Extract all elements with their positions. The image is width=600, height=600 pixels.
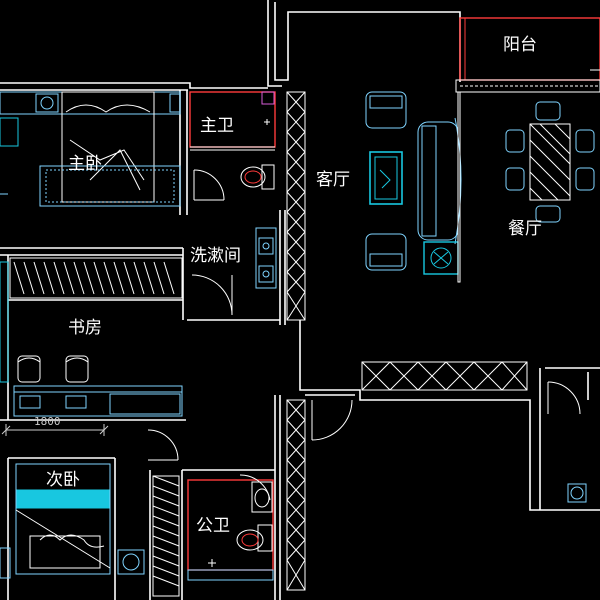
wash-room-fixtures (191, 227, 277, 316)
public-bath-fixtures (187, 474, 274, 581)
dining-furniture (505, 101, 595, 223)
room-label-study: 书房 (68, 318, 102, 338)
dimension-line (1, 424, 109, 436)
room-label-public-bath: 公卫 (196, 516, 230, 536)
living-room-furniture (365, 91, 462, 283)
partition-walls (286, 91, 528, 591)
room-label-second-bedroom: 次卧 (46, 470, 80, 490)
study-furniture (0, 257, 183, 417)
master-bath-fixtures (189, 91, 276, 201)
right-room-fixtures (311, 381, 587, 503)
dimension-label: 1800 (34, 415, 61, 428)
balcony-area (455, 17, 600, 93)
master-bedroom-furniture (0, 91, 181, 207)
room-label-master-bedroom: 主卧 (68, 154, 102, 174)
room-label-dining-room: 餐厅 (508, 219, 542, 239)
room-label-living-room: 客厅 (316, 170, 350, 190)
room-label-wash-room: 洗漱间 (190, 246, 241, 266)
room-label-balcony: 阳台 (503, 35, 537, 55)
second-bedroom-furniture (0, 429, 180, 597)
room-label-master-bath: 主卫 (200, 116, 234, 136)
